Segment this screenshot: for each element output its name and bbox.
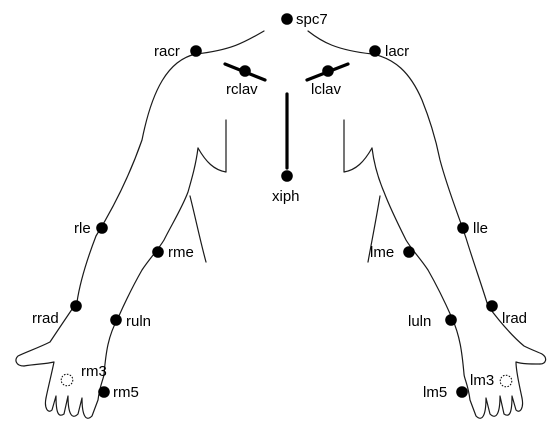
marker-dot-rme bbox=[152, 246, 164, 258]
label-luln: luln bbox=[408, 313, 431, 330]
label-rm5: rm5 bbox=[113, 384, 139, 401]
label-rm3: rm3 bbox=[81, 363, 107, 380]
marker-dot-rle bbox=[96, 222, 108, 234]
marker-dot-rrad bbox=[70, 300, 82, 312]
label-lclav: lclav bbox=[311, 81, 342, 98]
label-racr: racr bbox=[154, 43, 180, 60]
label-lacr: lacr bbox=[385, 43, 409, 60]
marker-dot-rclav bbox=[239, 65, 251, 77]
marker-dot-lrad bbox=[486, 300, 498, 312]
label-xiph: xiph bbox=[272, 188, 300, 205]
right-hand-outline bbox=[45, 374, 104, 418]
right-inner-arm-outline bbox=[104, 148, 198, 374]
label-lme: lme bbox=[370, 244, 394, 261]
label-rclav: rclav bbox=[226, 81, 258, 98]
marker-dot-rm5 bbox=[98, 386, 110, 398]
label-rrad: rrad bbox=[32, 310, 59, 327]
label-lrad: lrad bbox=[502, 310, 527, 327]
label-rle: rle bbox=[74, 220, 91, 237]
marker-dot-lme bbox=[403, 246, 415, 258]
label-ruln: ruln bbox=[126, 313, 151, 330]
label-spc7: spc7 bbox=[296, 11, 328, 28]
marker-dot-ruln bbox=[110, 314, 122, 326]
right-thumb-outline bbox=[24, 362, 54, 398]
left-inner-arm-outline bbox=[372, 148, 464, 374]
marker-dot-spc7 bbox=[281, 13, 293, 25]
label-lle: lle bbox=[473, 220, 488, 237]
marker-dot-lacr bbox=[369, 45, 381, 57]
marker-dot-lm3 bbox=[500, 375, 512, 387]
right-torso-line bbox=[198, 120, 226, 172]
marker-dot-xiph bbox=[281, 170, 293, 182]
marker-dot-rm3 bbox=[61, 374, 73, 386]
left-thumb-outline bbox=[516, 362, 540, 398]
marker-dot-lclav bbox=[322, 65, 334, 77]
label-lm5: lm5 bbox=[423, 384, 447, 401]
marker-dot-racr bbox=[190, 45, 202, 57]
left-torso-line bbox=[344, 120, 372, 172]
label-rme: rme bbox=[168, 244, 194, 261]
marker-dot-lm5 bbox=[456, 386, 468, 398]
marker-dot-luln bbox=[445, 314, 457, 326]
marker-dot-lle bbox=[457, 222, 469, 234]
label-lm3: lm3 bbox=[470, 372, 494, 389]
